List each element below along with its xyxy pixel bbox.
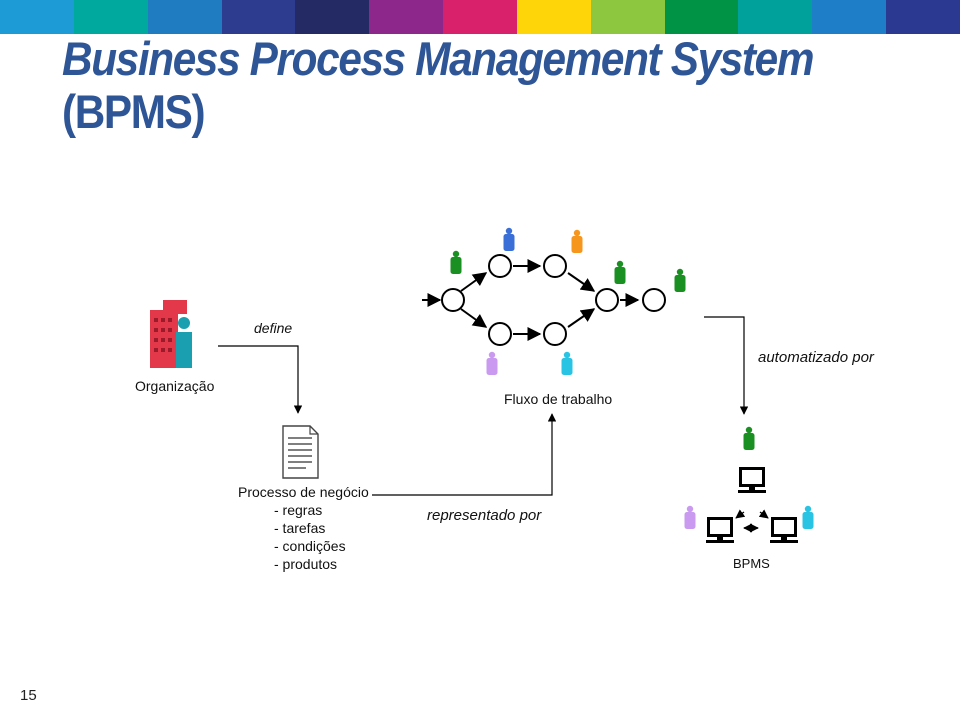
represented-by-connector [372,413,557,496]
process-heading: Processo de negócio [238,484,369,500]
stripe-segment [443,0,517,34]
person-icon [571,229,583,253]
workflow-network-icon [422,254,666,346]
person-icon [503,227,515,251]
stripe-segment [295,0,370,34]
define-label: define [254,320,293,336]
stripe-segment [221,0,296,34]
stripe-segment [590,0,665,34]
computer-network-icon [684,426,814,543]
person-icon [561,351,573,375]
represented-by-label: representado por [427,507,542,524]
stripe-segment [0,0,74,34]
business-process-block: Processo de negócio - regras - tarefas -… [238,483,369,573]
monitor-icon [706,517,734,543]
person-icon [486,351,498,375]
page-number: 15 [20,687,37,704]
building-icon [150,300,192,368]
title-line-1: Business Process Management System [62,32,814,85]
person-icon [614,260,626,284]
process-item: - condições [274,538,346,554]
bpms-label: BPMS [733,556,770,571]
automated-by-connector [704,316,749,415]
page-title: Business Process Management System (BPMS… [62,32,854,138]
automated-by-label: automatizado por [758,349,874,366]
stripe-segment [664,0,739,34]
person-icon [674,268,686,292]
stripe-segment [812,0,887,34]
stripe-segment [886,0,960,34]
process-item: - tarefas [274,520,326,536]
process-item: - produtos [274,556,338,572]
title-line-2: (BPMS) [62,85,206,138]
person-icon [743,426,755,450]
monitor-icon [770,517,798,543]
monitor-icon [738,467,766,493]
stripe-segment [516,0,591,34]
process-item: - regras [274,502,323,518]
stripe-segment [369,0,444,34]
person-icon [684,505,696,529]
organization-label: Organização [135,378,215,394]
person-icon [802,505,814,529]
workflow-label: Fluxo de trabalho [504,391,613,407]
document-icon [282,425,319,479]
define-connector [218,345,303,414]
stripe-segment [147,0,222,34]
person-icon [450,250,462,274]
header-color-stripe [0,0,960,34]
stripe-segment [738,0,813,34]
stripe-segment [73,0,148,34]
